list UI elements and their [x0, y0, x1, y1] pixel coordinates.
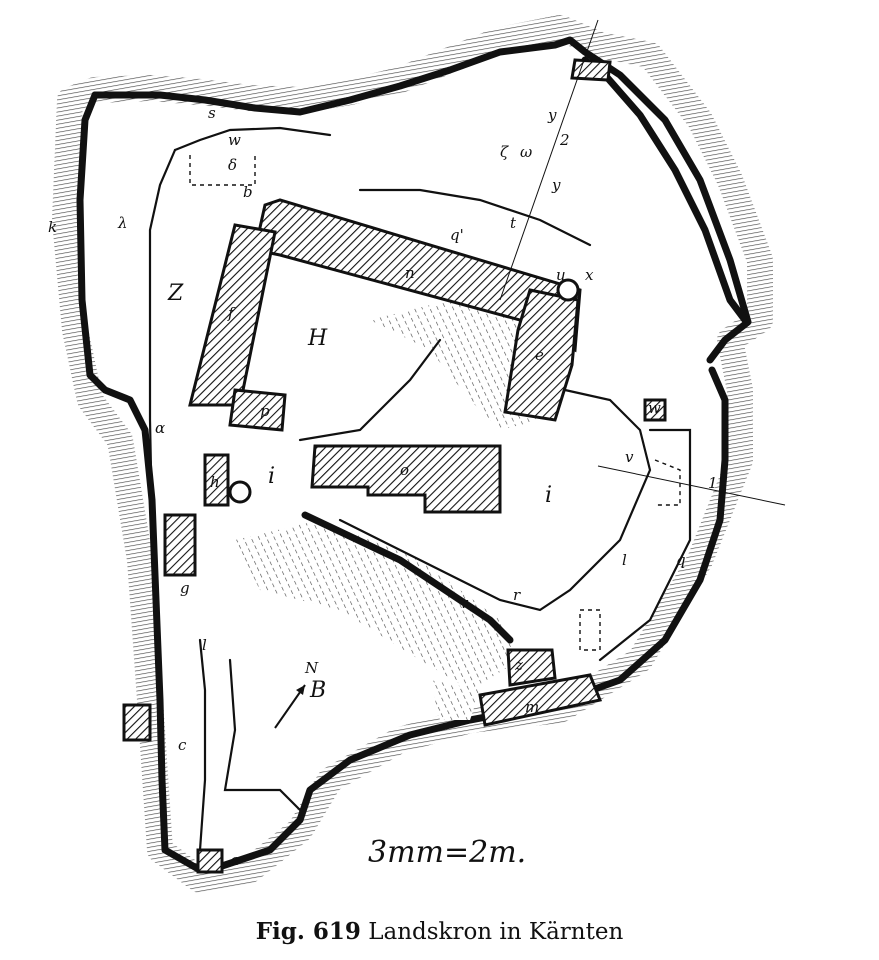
building-a [196, 848, 224, 874]
svg-text:r: r [513, 586, 521, 604]
svg-text:c: c [178, 736, 187, 754]
svg-text:i: i [268, 464, 275, 489]
svg-text:w: w [228, 131, 241, 149]
dashed-v [654, 459, 681, 506]
building-keep-e [503, 288, 580, 422]
svg-text:b: b [243, 183, 253, 201]
figure-number: Fig. 619 [255, 918, 361, 945]
inner-wall-i-right [338, 388, 652, 612]
svg-text:p: p [260, 402, 270, 420]
inner-wall-south [223, 658, 302, 812]
figure-caption: Fig. 619 Landskron in Kärnten [0, 918, 879, 945]
section-line-2 [499, 19, 599, 301]
svg-text:f: f [227, 304, 236, 322]
building-m [478, 673, 603, 727]
dashed-q [579, 609, 601, 651]
inner-wall-lambda [148, 148, 177, 522]
svg-text:v: v [625, 448, 634, 466]
slope-south-east [430, 680, 480, 720]
svg-text:2: 2 [559, 131, 570, 149]
svg-text:w: w [648, 399, 661, 417]
svg-text:e: e [535, 346, 544, 364]
dashed-delta [189, 155, 256, 186]
plan-labels: s w δ b λ k Z f H n q' t u x e y 2 y ζ ω… [48, 104, 718, 869]
svg-text:v: v [460, 594, 469, 612]
svg-text:y: y [551, 176, 561, 194]
inner-wall-l [598, 428, 692, 662]
svg-text:l: l [622, 551, 627, 569]
building-h [203, 453, 230, 507]
svg-text:m: m [525, 698, 539, 716]
svg-text:u: u [556, 266, 566, 284]
svg-text:ω: ω [520, 143, 532, 161]
svg-text:Z: Z [167, 281, 184, 306]
passage-t [358, 188, 592, 247]
inner-wall-gate [198, 638, 207, 852]
svg-text:s: s [208, 104, 216, 122]
north-arrow: N [274, 659, 319, 729]
svg-text:k: k [48, 218, 57, 236]
svg-text:q: q [676, 551, 686, 569]
svg-text:z: z [514, 656, 523, 674]
building-g [163, 513, 197, 577]
figure-title: Landskron in Kärnten [368, 919, 624, 945]
svg-text:n: n [405, 264, 415, 282]
svg-text:h: h [210, 473, 220, 491]
svg-text:g: g [180, 579, 190, 597]
circle-h [228, 480, 252, 504]
scale-text: 3mm=2m. [368, 835, 526, 870]
svg-text:ζ: ζ [500, 143, 509, 161]
svg-text:l: l [202, 636, 207, 654]
rock-edge-outer [52, 15, 773, 893]
svg-text:α: α [155, 419, 165, 437]
building-o [310, 444, 502, 514]
circle-tower-u [556, 278, 580, 302]
svg-text:1: 1 [708, 474, 718, 492]
svg-text:q': q' [450, 226, 464, 244]
svg-text:λ: λ [117, 214, 128, 232]
west-wall [76, 91, 204, 874]
building-r [506, 648, 557, 687]
svg-text:o: o [400, 461, 409, 479]
svg-text:t: t [510, 214, 517, 232]
section-line-1 [597, 465, 786, 506]
svg-text:x: x [585, 266, 594, 284]
building-w-small [643, 398, 667, 422]
svg-text:i: i [545, 483, 552, 508]
building-c-tower [122, 703, 152, 742]
inner-wall-front [301, 511, 514, 644]
building-p [228, 388, 287, 432]
building-b [570, 58, 612, 82]
slope-south-court [235, 520, 520, 690]
svg-text:H: H [307, 326, 328, 351]
svg-text:δ: δ [228, 156, 237, 174]
outer-curtain-wall [91, 36, 752, 364]
svg-text:B: B [309, 678, 326, 703]
svg-text:a: a [230, 851, 239, 869]
svg-text:y: y [547, 106, 557, 124]
svg-text:N: N [304, 659, 319, 677]
inner-wall-court-H [298, 338, 442, 442]
north-passage [173, 126, 332, 152]
